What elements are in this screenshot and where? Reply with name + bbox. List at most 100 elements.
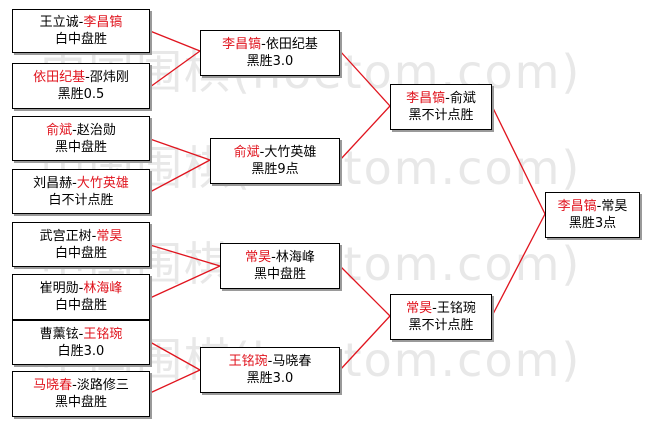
- match-players: 李昌镐-俞斌: [406, 90, 476, 107]
- match-result: 白中盘胜: [54, 32, 107, 47]
- match-result: 黑不计点胜: [408, 108, 474, 123]
- separator: -: [78, 281, 84, 296]
- match-box-final: 李昌镐-常昊 黑胜3点: [545, 192, 640, 238]
- match-box-round2-2: 俞斌-大竹英雄 黑胜9点: [210, 138, 340, 184]
- match-box-round1-4: 刘昌赫-大竹英雄 白不计点胜: [12, 169, 150, 214]
- separator: -: [271, 250, 276, 265]
- bracket-line: [149, 50, 201, 88]
- bracket-line: [339, 50, 391, 107]
- player-name-winner: 常昊: [406, 301, 433, 316]
- match-box-round2-3: 常昊-林海峰 黑中盘胜: [220, 243, 340, 289]
- player-name-winner: 依田纪基: [33, 70, 86, 85]
- match-players: 王铭琬-马晓春: [229, 353, 312, 370]
- separator: -: [72, 122, 77, 138]
- match-players: 崔明勋-林海峰: [40, 280, 123, 297]
- bracket-line: [149, 369, 201, 394]
- bracket-line: [149, 341, 201, 371]
- separator: -: [432, 301, 437, 316]
- player-name: 俞斌: [449, 91, 476, 106]
- match-players: 俞斌-大竹英雄: [234, 144, 317, 161]
- match-result: 黑胜0.5: [57, 87, 105, 102]
- player-name: 大竹英雄: [264, 145, 317, 160]
- player-name-winner: 李昌镐: [83, 15, 123, 30]
- match-result: 黑胜3.0: [246, 371, 294, 386]
- match-players: 王立诚-李昌镐: [40, 14, 123, 31]
- match-result: 白不计点胜: [48, 192, 114, 208]
- match-players: 常昊-林海峰: [245, 249, 315, 266]
- player-name-winner: 李昌镐: [222, 37, 262, 52]
- bracket-line: [149, 265, 221, 299]
- match-box-round2-4: 王铭琬-马晓春 黑胜3.0: [200, 347, 340, 393]
- player-name-winner: 常昊: [96, 228, 123, 244]
- match-box-round1-7: 曹薰铉-王铭琬 白胜3.0: [12, 320, 150, 365]
- separator: -: [78, 15, 84, 30]
- match-box-semifinal-1: 李昌镐-俞斌 黑不计点胜: [390, 84, 492, 130]
- match-result: 黑中盘胜: [54, 139, 107, 155]
- separator: -: [259, 145, 265, 160]
- separator: -: [596, 199, 602, 214]
- player-name-winner: 大竹英雄: [76, 175, 129, 191]
- separator: -: [267, 354, 273, 369]
- separator: -: [72, 378, 77, 393]
- player-name-winner: 马晓春: [33, 378, 73, 393]
- match-result: 黑胜9点: [251, 162, 299, 177]
- player-name: 邵炜刚: [89, 70, 129, 85]
- separator: -: [91, 228, 97, 244]
- match-box-round1-6: 崔明勋-林海峰 白中盘胜: [12, 274, 150, 320]
- match-result: 黑不计点胜: [408, 318, 474, 333]
- match-players: 依田纪基-邵炜刚: [33, 69, 129, 86]
- match-box-round1-3: 俞斌-赵治勋 黑中盘胜: [12, 116, 150, 161]
- player-name-winner: 林海峰: [83, 281, 123, 296]
- player-name: 曹薰铉: [39, 326, 79, 342]
- separator: -: [72, 175, 77, 191]
- match-result: 白胜3.0: [57, 343, 105, 359]
- match-result: 白中盘胜: [54, 298, 107, 313]
- match-box-round1-8: 马晓春-淡路修三 黑中盘胜: [12, 371, 150, 417]
- player-name-winner: 王铭琬: [83, 326, 123, 342]
- match-result: 白中盘胜: [54, 245, 107, 261]
- bracket-line: [149, 244, 221, 267]
- player-name: 林海峰: [275, 250, 315, 265]
- match-result: 黑中盘胜: [54, 395, 107, 410]
- player-name: 赵治勋: [76, 122, 116, 138]
- match-result: 黑胜3.0: [246, 54, 294, 69]
- player-name: 常昊: [601, 199, 628, 214]
- bracket-line: [339, 315, 391, 371]
- match-players: 李昌镐-依田纪基: [222, 36, 318, 53]
- match-box-semifinal-2: 常昊-王铭琬 黑不计点胜: [390, 294, 492, 340]
- player-name: 王立诚: [39, 15, 79, 30]
- match-players: 李昌镐-常昊: [558, 198, 628, 215]
- player-name-winner: 王铭琬: [228, 354, 268, 369]
- player-name-winner: 李昌镐: [557, 199, 597, 214]
- separator: -: [261, 37, 266, 52]
- player-name-winner: 李昌镐: [406, 91, 446, 106]
- player-name-winner: 常昊: [245, 250, 272, 265]
- separator: -: [78, 326, 84, 342]
- bracket-line: [491, 213, 546, 317]
- player-name: 王铭琬: [436, 301, 476, 316]
- player-name: 依田纪基: [265, 37, 318, 52]
- match-players: 常昊-王铭琬: [406, 300, 476, 317]
- match-players: 俞斌-赵治勋: [46, 122, 116, 139]
- separator: -: [85, 70, 90, 85]
- match-box-round2-1: 李昌镐-依田纪基 黑胜3.0: [200, 30, 340, 76]
- player-name: 马晓春: [272, 354, 312, 369]
- bracket-line: [339, 265, 391, 317]
- match-box-round1-1: 王立诚-李昌镐 白中盘胜: [12, 9, 150, 53]
- match-players: 刘昌赫-大竹英雄: [33, 175, 129, 192]
- match-players: 曹薰铉-王铭琬: [40, 326, 123, 343]
- bracket-line: [491, 105, 546, 215]
- match-players: 武宫正树-常昊: [40, 228, 123, 245]
- match-box-round1-2: 依田纪基-邵炜刚 黑胜0.5: [12, 63, 150, 109]
- player-name-winner: 俞斌: [46, 122, 73, 138]
- match-box-round1-5: 武宫正树-常昊 白中盘胜: [12, 222, 150, 267]
- match-players: 马晓春-淡路修三: [33, 377, 129, 394]
- player-name-winner: 俞斌: [233, 145, 260, 160]
- bracket-line: [149, 138, 211, 161]
- player-name: 武宫正树: [39, 228, 92, 244]
- player-name: 刘昌赫: [33, 175, 73, 191]
- player-name: 淡路修三: [76, 378, 129, 393]
- separator: -: [445, 91, 450, 106]
- match-result: 黑中盘胜: [253, 267, 306, 282]
